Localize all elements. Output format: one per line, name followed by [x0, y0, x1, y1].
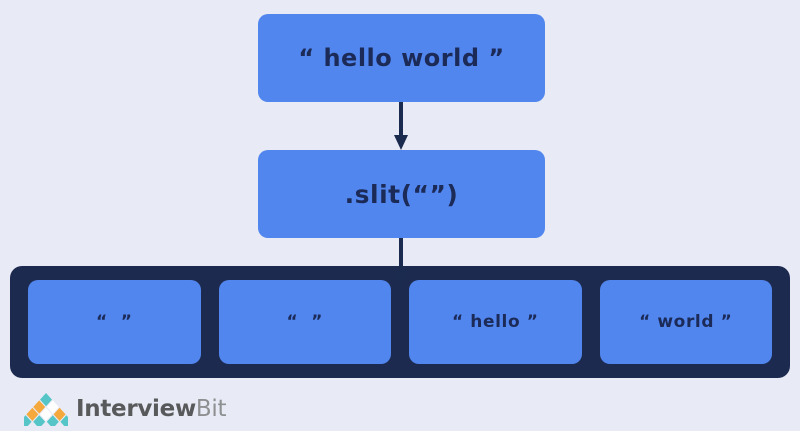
- interviewbit-wordmark: InterviewBit: [76, 395, 227, 422]
- arrow-shaft: [399, 102, 403, 136]
- arrow-head: [394, 271, 408, 286]
- arrow-input-to-method-icon: [394, 102, 408, 150]
- result-item-label: “ hello ”: [451, 312, 539, 332]
- arrow-method-to-results-icon: [394, 238, 408, 286]
- arrow-shaft: [399, 238, 403, 272]
- wordmark-bit: Bit: [195, 395, 227, 422]
- interviewbit-diamond-mark-icon: [24, 393, 68, 426]
- result-item: “ hello ”: [409, 280, 582, 364]
- wordmark-interview: Interview: [76, 395, 196, 422]
- arrow-head: [394, 135, 408, 150]
- result-item: “ ”: [28, 280, 201, 364]
- result-item-label: “ world ”: [639, 312, 733, 332]
- input-string-node: “ hello world ”: [258, 14, 545, 102]
- result-item: “ ”: [218, 280, 391, 364]
- result-item-label: “ ”: [286, 312, 324, 332]
- split-method-node: .slit(“”): [258, 150, 545, 238]
- interviewbit-logo: InterviewBit: [24, 392, 227, 426]
- input-string-label: “ hello world ”: [298, 44, 505, 72]
- result-item-label: “ ”: [95, 312, 133, 332]
- split-method-label: .slit(“”): [344, 179, 459, 209]
- result-item: “ world ”: [599, 280, 772, 364]
